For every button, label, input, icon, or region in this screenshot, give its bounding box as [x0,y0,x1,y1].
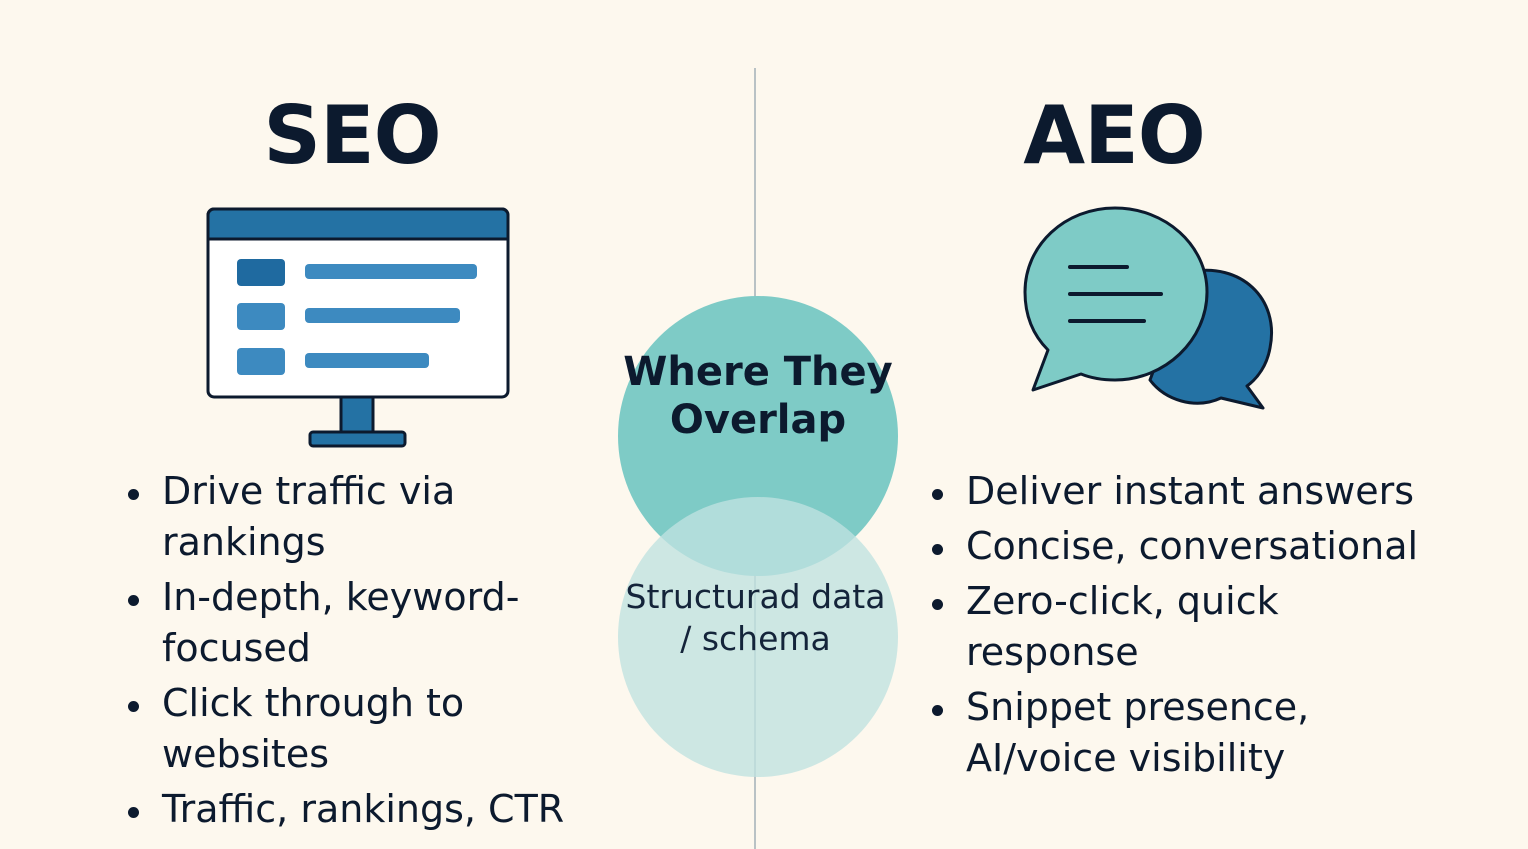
list-item: Deliver instant answers [932,466,1452,517]
overlap-item: Structurad data / schema [625,577,886,658]
overlap-venn [618,296,898,777]
list-item: Concise, conversational [932,521,1452,572]
list-item: Snippet presence, AI/voice visibility [932,682,1452,784]
overlap-title: Where They Overlap [623,349,893,443]
aeo-bullet-list: Deliver instant answers Concise, convers… [932,466,1452,788]
seo-bullet-list: Drive traffic via rankings In-depth, key… [128,466,578,839]
list-item: Drive traffic via rankings [128,466,578,568]
aeo-heading: AEO [1023,89,1206,182]
list-item: In-depth, keyword-focused [128,572,578,674]
upper-circle [618,296,898,576]
list-item: Zero-click, quick response [932,576,1452,678]
list-item: Click through to websites [128,678,578,780]
lower-circle [618,497,898,777]
seo-heading: SEO [263,89,441,182]
list-item: Traffic, rankings, CTR [128,784,578,835]
monitor-search-results-icon [206,207,510,448]
chat-bubbles-icon [1023,206,1273,410]
